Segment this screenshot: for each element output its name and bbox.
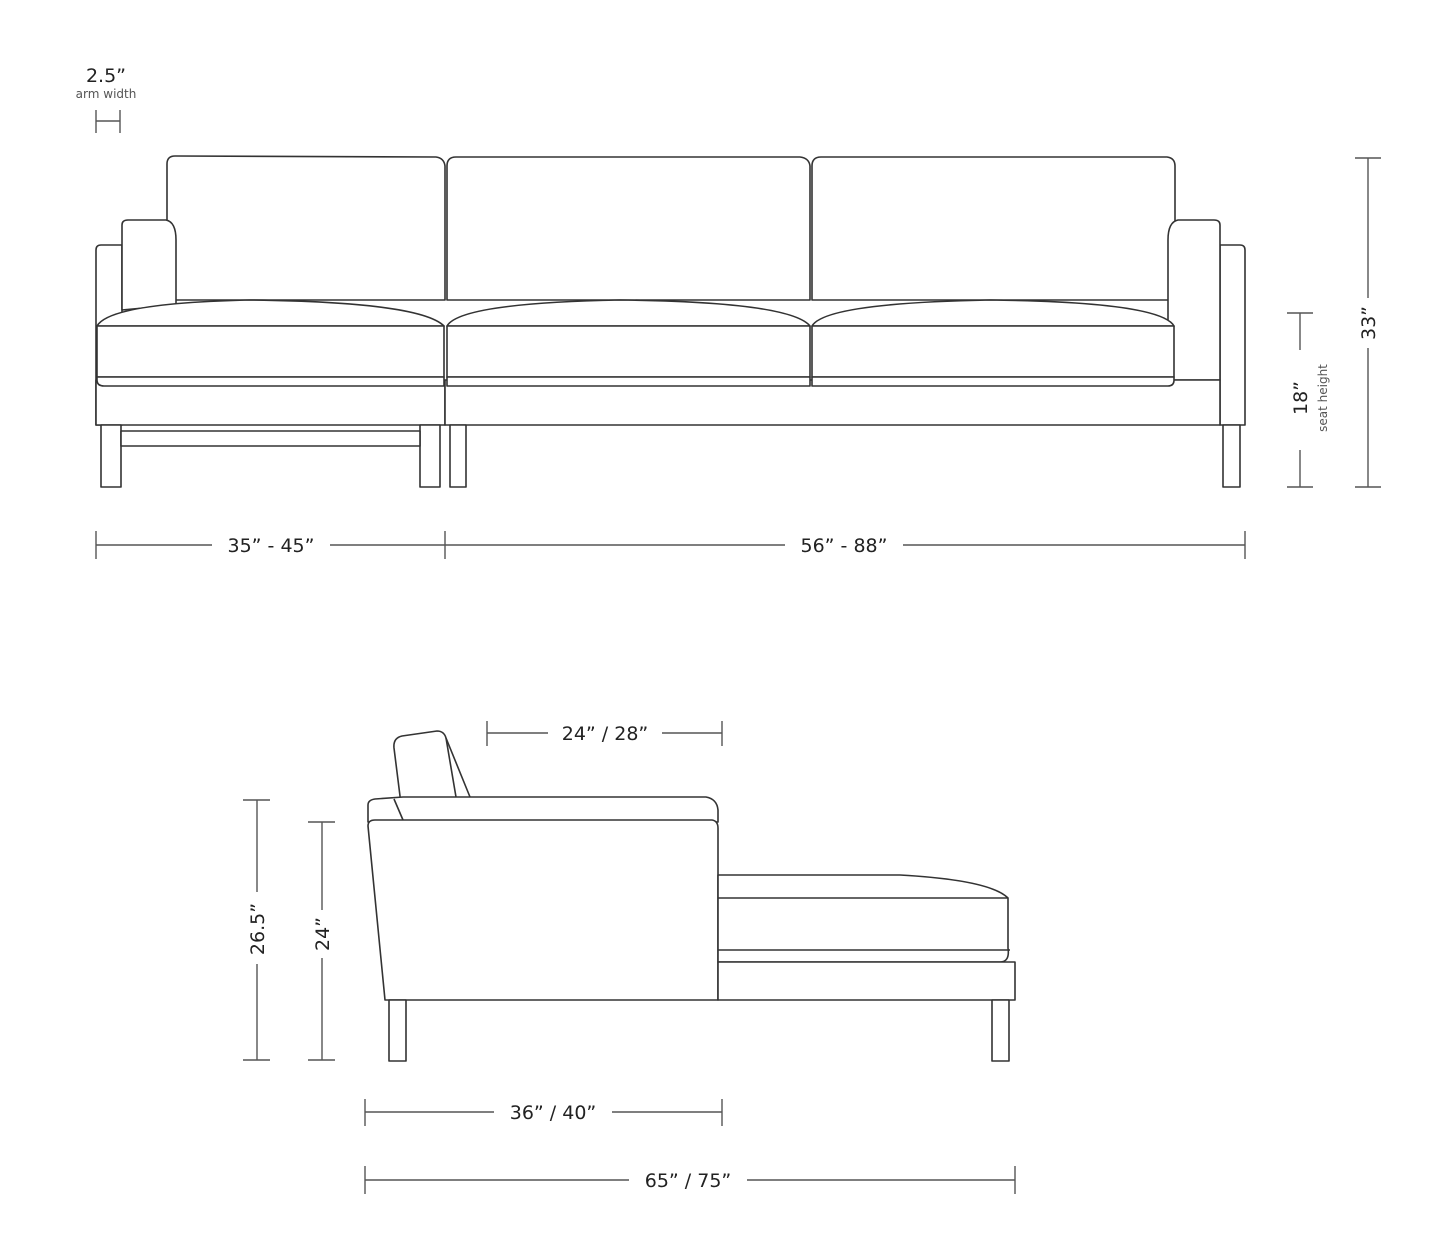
sofa-body-side bbox=[367, 819, 719, 1001]
chaise-base bbox=[95, 379, 446, 426]
arm-width-value: 2.5” bbox=[86, 65, 126, 87]
back-height-value: 26.5” bbox=[247, 903, 269, 955]
sofa-base bbox=[444, 379, 1221, 426]
leg bbox=[100, 424, 122, 488]
back-height-dimension: 26.5” bbox=[243, 799, 270, 1061]
front-view bbox=[95, 155, 1246, 488]
seat-height-caption: seat height bbox=[1316, 364, 1330, 432]
chaise-width-value: 35” - 45” bbox=[228, 535, 315, 557]
seat-height-value: 18” bbox=[1290, 381, 1312, 415]
leg bbox=[388, 999, 407, 1062]
arm-top-side bbox=[367, 796, 719, 823]
back-cushion-left bbox=[166, 155, 446, 301]
chaise-side bbox=[717, 874, 1016, 1001]
right-arm-outer bbox=[1219, 244, 1246, 426]
leg bbox=[419, 424, 441, 488]
back-cushion-middle bbox=[446, 156, 811, 301]
chaise-depth-value: 65” / 75” bbox=[645, 1170, 732, 1192]
overall-height-dimension: 33” bbox=[1355, 157, 1381, 488]
chaise-depth-dimension: 65” / 75” bbox=[364, 1166, 1016, 1194]
seat-depth-value: 24” / 28” bbox=[562, 723, 649, 745]
leg bbox=[449, 424, 467, 488]
seat-height-dimension: 18” seat height bbox=[1287, 312, 1333, 488]
back-cushion-right bbox=[811, 156, 1176, 301]
arm-height-dimension: 24” bbox=[308, 821, 335, 1061]
sofa-depth-value: 36” / 40” bbox=[510, 1102, 597, 1124]
sofa-width-value: 56” - 88” bbox=[801, 535, 888, 557]
seat-depth-dimension: 24” / 28” bbox=[486, 720, 723, 746]
left-arm-cushion bbox=[121, 219, 177, 311]
side-view bbox=[367, 730, 1016, 1062]
width-dimensions: 35” - 45” 56” - 88” bbox=[95, 531, 1246, 559]
overall-height-value: 33” bbox=[1358, 306, 1380, 340]
arm-width-dimension: 2.5” arm width bbox=[76, 65, 137, 133]
arm-width-caption: arm width bbox=[76, 87, 137, 101]
right-arm-cushion bbox=[1167, 219, 1221, 381]
seat-cushion-middle bbox=[446, 299, 811, 387]
leg-stretcher bbox=[120, 430, 421, 447]
arm-height-value: 24” bbox=[312, 917, 334, 951]
sofa-depth-dimension: 36” / 40” bbox=[364, 1099, 723, 1126]
leg bbox=[991, 999, 1010, 1062]
seat-cushion-left bbox=[96, 299, 445, 387]
seat-cushion-right bbox=[811, 299, 1175, 387]
leg bbox=[1222, 424, 1241, 488]
